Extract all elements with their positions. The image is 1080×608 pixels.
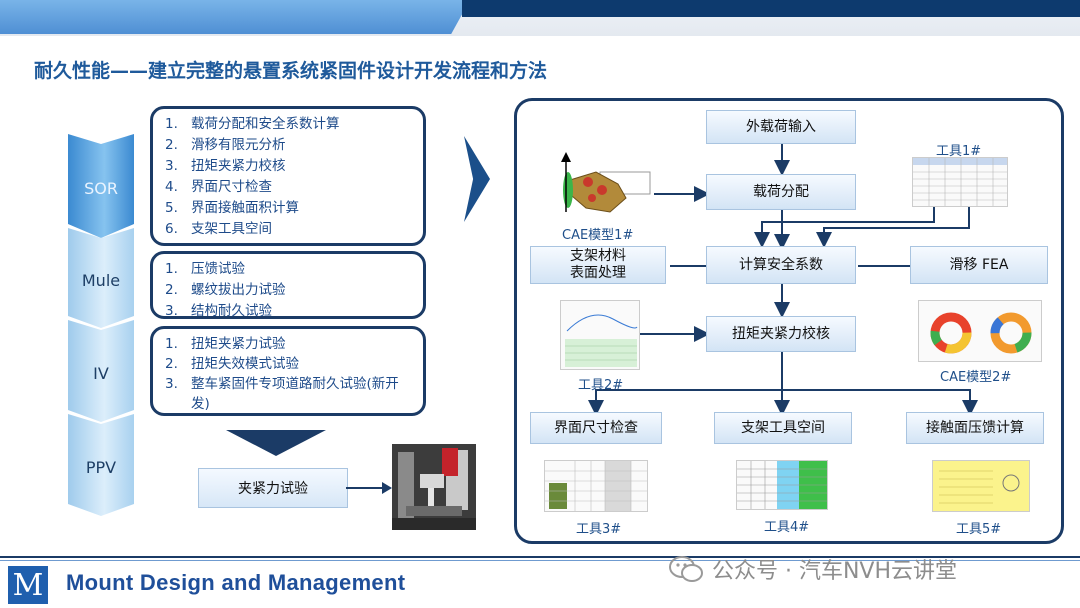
node-torque-check: 扭矩夹紧力校核 [706, 316, 856, 352]
watermark-text: 公众号 · 汽车NVH云讲堂 [712, 559, 958, 584]
task-list-item: 3. 整车紧固件专项道路耐久试验(新开发) [165, 374, 415, 414]
task-list-item: 2. 扭矩失效模式试验 [165, 354, 415, 374]
tool-3-table-image [544, 460, 648, 512]
task-text: 界面尺寸检查 [191, 179, 272, 195]
task-text: 扭矩夹紧力校核 [191, 158, 286, 174]
task-number: 2. [165, 356, 178, 372]
task-list-item: 1. 压馈试验 [165, 259, 415, 280]
tool-3-label: 工具3# [576, 522, 622, 537]
cae-model-1-image [548, 150, 652, 218]
task-number: 3. [165, 303, 178, 319]
top-banner-dark-strip [462, 0, 1080, 17]
task-number: 5. [165, 200, 178, 216]
top-banner-accent [0, 0, 470, 34]
down-arrow-icon [226, 430, 326, 456]
node-external-load: 外载荷输入 [706, 110, 856, 144]
phase-label: PPV [85, 457, 117, 477]
footer-rule-thin [0, 560, 1080, 561]
tool-4-label: 工具4# [764, 520, 810, 535]
task-list-item: 6. 支架工具空间 [165, 219, 415, 240]
phase-mule: Mule [68, 228, 134, 328]
node-interface-check: 界面尺寸检查 [530, 412, 662, 444]
task-text: 结构耐久试验 [191, 303, 272, 319]
wechat-watermark: 公众号 · 汽车NVH云讲堂 [668, 553, 957, 585]
tool-2-label: 工具2# [578, 378, 624, 393]
brand-name: Mount Design and Management [66, 570, 406, 595]
node-slip-fea: 滑移 FEA [910, 246, 1048, 284]
arrow-to-photo-icon [346, 482, 392, 494]
task-text: 载荷分配和安全系数计算 [191, 116, 340, 132]
mule-task-list: 1. 压馈试验 2. 螺纹拔出力试验 3. 结构耐久试验 [150, 251, 426, 319]
clamp-test-box: 夹紧力试验 [198, 468, 348, 508]
task-list-item: 1. 载荷分配和安全系数计算 [165, 114, 415, 135]
task-number: 3. [165, 376, 178, 392]
task-text: 扭矩夹紧力试验 [191, 336, 286, 352]
task-text: 扭矩失效模式试验 [191, 356, 299, 372]
phase-label: Mule [81, 270, 121, 290]
task-list-item: 3. 结构耐久试验 [165, 301, 415, 322]
tool-1-label: 工具1# [936, 144, 982, 159]
task-number: 1. [165, 336, 178, 352]
clamp-test-photo [392, 444, 476, 530]
task-number: 2. [165, 282, 178, 298]
task-list-item: 4. 界面尺寸检查 [165, 177, 415, 198]
brand-logo: M [8, 566, 48, 604]
task-number: 1. [165, 261, 178, 277]
task-list-item: 1. 扭矩夹紧力试验 [165, 334, 415, 354]
tool-2-sheet-image [560, 300, 640, 370]
tool-4-table-image [736, 460, 828, 510]
tool-5-label: 工具5# [956, 522, 1002, 537]
node-load-distribution: 载荷分配 [706, 174, 856, 210]
task-number: 4. [165, 179, 178, 195]
phase-iv: IV [68, 320, 134, 422]
task-number: 2. [165, 137, 178, 153]
node-bracket-tool-space: 支架工具空间 [714, 412, 852, 444]
phase-sor: SOR [68, 134, 134, 238]
node-safety-factor: 计算安全系数 [706, 246, 856, 284]
task-text: 界面接触面积计算 [191, 200, 299, 216]
node-bracket-material: 支架材料 表面处理 [530, 246, 666, 284]
task-number: 3. [165, 158, 178, 174]
tool-1-table-image [912, 157, 1008, 207]
task-list-item: 5. 界面接触面积计算 [165, 198, 415, 219]
node-contact-calc: 接触面压馈计算 [906, 412, 1044, 444]
footer-rule [0, 556, 1080, 558]
task-list-item: 3. 扭矩夹紧力校核 [165, 156, 415, 177]
task-text: 滑移有限元分析 [191, 137, 286, 153]
task-text: 螺纹拔出力试验 [191, 282, 286, 298]
sor-task-list: 1. 载荷分配和安全系数计算 2. 滑移有限元分析 3. 扭矩夹紧力校核 4. 界面尺寸检查 5… [150, 106, 426, 246]
phase-label: IV [93, 363, 109, 383]
task-number: 1. [165, 116, 178, 132]
task-text: 整车紧固件专项道路耐久试验(新开发) [191, 376, 399, 412]
cae-model-2-label: CAE模型2# [940, 370, 1012, 385]
wechat-icon [669, 556, 703, 582]
process-chevron-icon [464, 136, 490, 222]
tool-5-sheet-image [932, 460, 1030, 512]
cae-model-1-label: CAE模型1# [562, 228, 634, 243]
iv-task-list: 1. 扭矩夹紧力试验 2. 扭矩失效模式试验 3. 整车紧固件专项道路耐久试验(新开发) [150, 326, 426, 416]
task-text: 压馈试验 [191, 261, 245, 277]
phase-ppv: PPV [68, 414, 134, 516]
task-list-item: 2. 螺纹拔出力试验 [165, 280, 415, 301]
cae-model-2-image [918, 300, 1042, 362]
task-list-item: 2. 滑移有限元分析 [165, 135, 415, 156]
slide-title: 耐久性能——建立完整的悬置系统紧固件设计开发流程和方法 [34, 60, 548, 82]
task-text: 支架工具空间 [191, 221, 272, 237]
phase-label: SOR [84, 178, 118, 198]
task-number: 6. [165, 221, 178, 237]
